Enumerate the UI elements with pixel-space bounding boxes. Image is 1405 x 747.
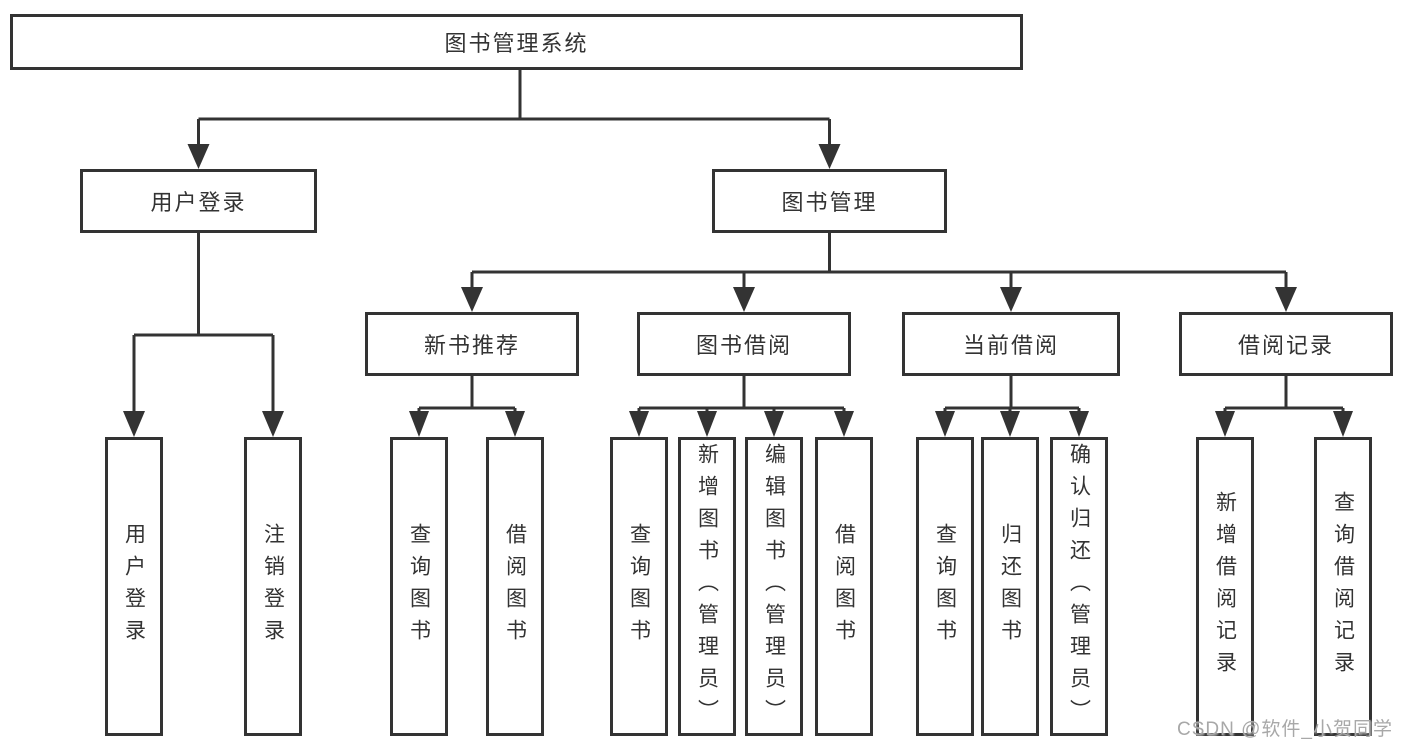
arrow-down-icon	[1069, 411, 1089, 437]
node-label: 图书管理系统	[444, 31, 589, 56]
arrow-down-icon	[409, 411, 429, 437]
node-book-management: 图书管理	[712, 169, 947, 233]
csdn-watermark: CSDN @软件_小贺同学	[1177, 719, 1393, 740]
arrow-down-icon	[818, 144, 841, 169]
arrow-down-icon	[123, 411, 145, 437]
node-label: 新增借阅记录	[1213, 490, 1237, 683]
arrow-down-icon	[733, 287, 755, 312]
node-label: 借阅图书	[503, 522, 527, 651]
node-label: 当前借阅	[962, 333, 1059, 358]
arrow-down-icon	[1000, 411, 1020, 437]
node-book-borrowing: 图书借阅	[637, 312, 851, 376]
node-label: 查询图书	[407, 522, 431, 651]
arrow-down-icon	[262, 411, 284, 437]
node-label: 借阅记录	[1237, 333, 1334, 358]
node-leaf-query-book-under-recommendation: 查询图书	[390, 437, 448, 736]
node-leaf-logout: 注销登录	[244, 437, 302, 736]
node-user-login: 用户登录	[80, 169, 317, 233]
node-borrowing-records: 借阅记录	[1179, 312, 1393, 376]
node-leaf-query-borrow-record: 查询借阅记录	[1314, 437, 1372, 736]
connector-root-to-level2	[197, 70, 831, 146]
arrowheads	[123, 144, 1353, 437]
node-new-book-recommendation: 新书推荐	[365, 312, 579, 376]
arrow-down-icon	[1275, 287, 1297, 312]
node-label: 图书管理	[781, 190, 878, 215]
connector-book-borrowing-to-leaves	[637, 376, 846, 414]
node-label: 新增图书（管理员）	[695, 442, 719, 731]
node-leaf-add-book-admin: 新增图书（管理员）	[678, 437, 736, 736]
node-label: 用户登录	[122, 522, 146, 651]
node-leaf-confirm-return-admin: 确认归还（管理员）	[1050, 437, 1108, 736]
node-leaf-return-book: 归还图书	[981, 437, 1039, 736]
arrow-down-icon	[1333, 411, 1353, 437]
node-label: 归还图书	[998, 522, 1022, 651]
node-label: 查询图书	[627, 522, 651, 651]
arrow-down-icon	[1215, 411, 1235, 437]
arrow-down-icon	[461, 287, 483, 312]
node-leaf-add-borrow-record: 新增借阅记录	[1196, 437, 1254, 736]
node-leaf-query-book-under-borrowing: 查询图书	[610, 437, 668, 736]
arrow-down-icon	[505, 411, 525, 437]
node-leaf-edit-book-admin: 编辑图书（管理员）	[745, 437, 803, 736]
node-leaf-borrow-book-under-recommendation: 借阅图书	[486, 437, 544, 736]
node-leaf-borrow-book-under-borrowing: 借阅图书	[815, 437, 873, 736]
node-label: 确认归还（管理员）	[1067, 442, 1091, 731]
connector-new-book-to-leaves	[417, 376, 517, 414]
node-label: 注销登录	[261, 522, 285, 651]
node-leaf-query-book-under-current: 查询图书	[916, 437, 974, 736]
connector-book-management-to-level3	[470, 233, 1288, 289]
arrow-down-icon	[697, 411, 717, 437]
node-label: 查询借阅记录	[1331, 490, 1355, 683]
connector-current-borrowing-to-leaves	[943, 376, 1081, 414]
node-label: 借阅图书	[832, 522, 856, 651]
connector-borrowing-records-to-leaves	[1223, 376, 1345, 414]
connector-user-login-to-leaves	[132, 233, 275, 414]
node-root-library-management-system: 图书管理系统	[10, 14, 1023, 70]
node-current-borrowing: 当前借阅	[902, 312, 1120, 376]
node-label: 查询图书	[933, 522, 957, 651]
arrow-down-icon	[764, 411, 784, 437]
arrow-down-icon	[187, 144, 210, 169]
arrow-down-icon	[935, 411, 955, 437]
node-label: 用户登录	[150, 190, 247, 215]
node-label: 编辑图书（管理员）	[762, 442, 786, 731]
arrow-down-icon	[629, 411, 649, 437]
arrow-down-icon	[834, 411, 854, 437]
node-label: 新书推荐	[423, 333, 520, 358]
node-leaf-user-login: 用户登录	[105, 437, 163, 736]
node-label: 图书借阅	[695, 333, 792, 358]
arrow-down-icon	[1000, 287, 1022, 312]
